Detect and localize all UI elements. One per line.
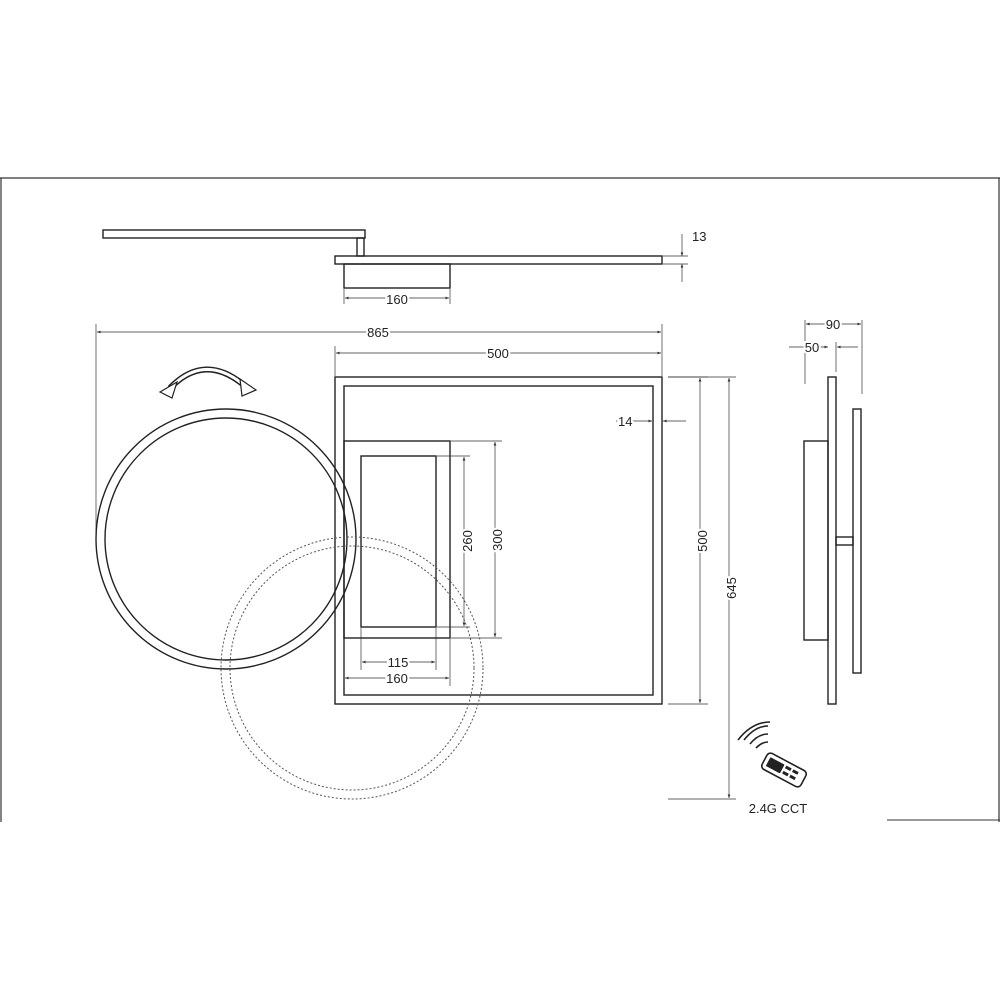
housing-outline <box>343 440 451 639</box>
dim-inner-height: 260 <box>460 530 475 552</box>
ring-main-outer <box>95 408 357 670</box>
dim-housing-width: 160 <box>386 671 408 686</box>
dim-top-thickness: 13 <box>692 229 706 244</box>
side-view-panel <box>827 376 837 705</box>
dim-overall-width: 865 <box>367 325 389 340</box>
dim-top-housing-width: 160 <box>386 292 408 307</box>
housing-inner-window <box>360 455 437 628</box>
side-view-joint <box>835 536 854 546</box>
wireless-signal-icon <box>737 721 771 749</box>
dim-housing-height: 300 <box>490 529 505 551</box>
side-view-housing <box>803 440 829 641</box>
dim-side-depth: 90 <box>826 317 840 332</box>
dim-panel-width: 500 <box>487 346 509 361</box>
sheet-border <box>0 177 1000 822</box>
dim-inner-width: 115 <box>388 655 409 670</box>
dim-side-body-depth: 50 <box>805 340 819 355</box>
front-view: 865 500 14 260 <box>95 323 741 800</box>
ring-rotated-inner <box>229 545 475 791</box>
top-view: 13 160 <box>102 229 706 309</box>
remote-label: 2.4G CCT <box>749 801 808 816</box>
dim-frame-width: 14 <box>618 414 632 429</box>
dim-panel-height: 500 <box>695 530 710 552</box>
side-view: 90 50 <box>789 315 863 705</box>
rotate-arrows-icon <box>158 366 258 399</box>
remote-control: 2.4G CCT <box>737 721 808 816</box>
top-view-ring-arm <box>102 229 366 239</box>
remote-control-icon <box>760 752 808 788</box>
top-view-joint <box>356 237 365 257</box>
ring-rotated-outer <box>220 536 484 800</box>
ring-main-inner <box>104 417 348 661</box>
top-view-housing <box>343 263 451 289</box>
side-view-ring <box>852 408 862 674</box>
dim-overall-height: 645 <box>724 577 739 599</box>
top-view-panel <box>334 255 663 265</box>
panel-outer-frame <box>334 376 663 705</box>
